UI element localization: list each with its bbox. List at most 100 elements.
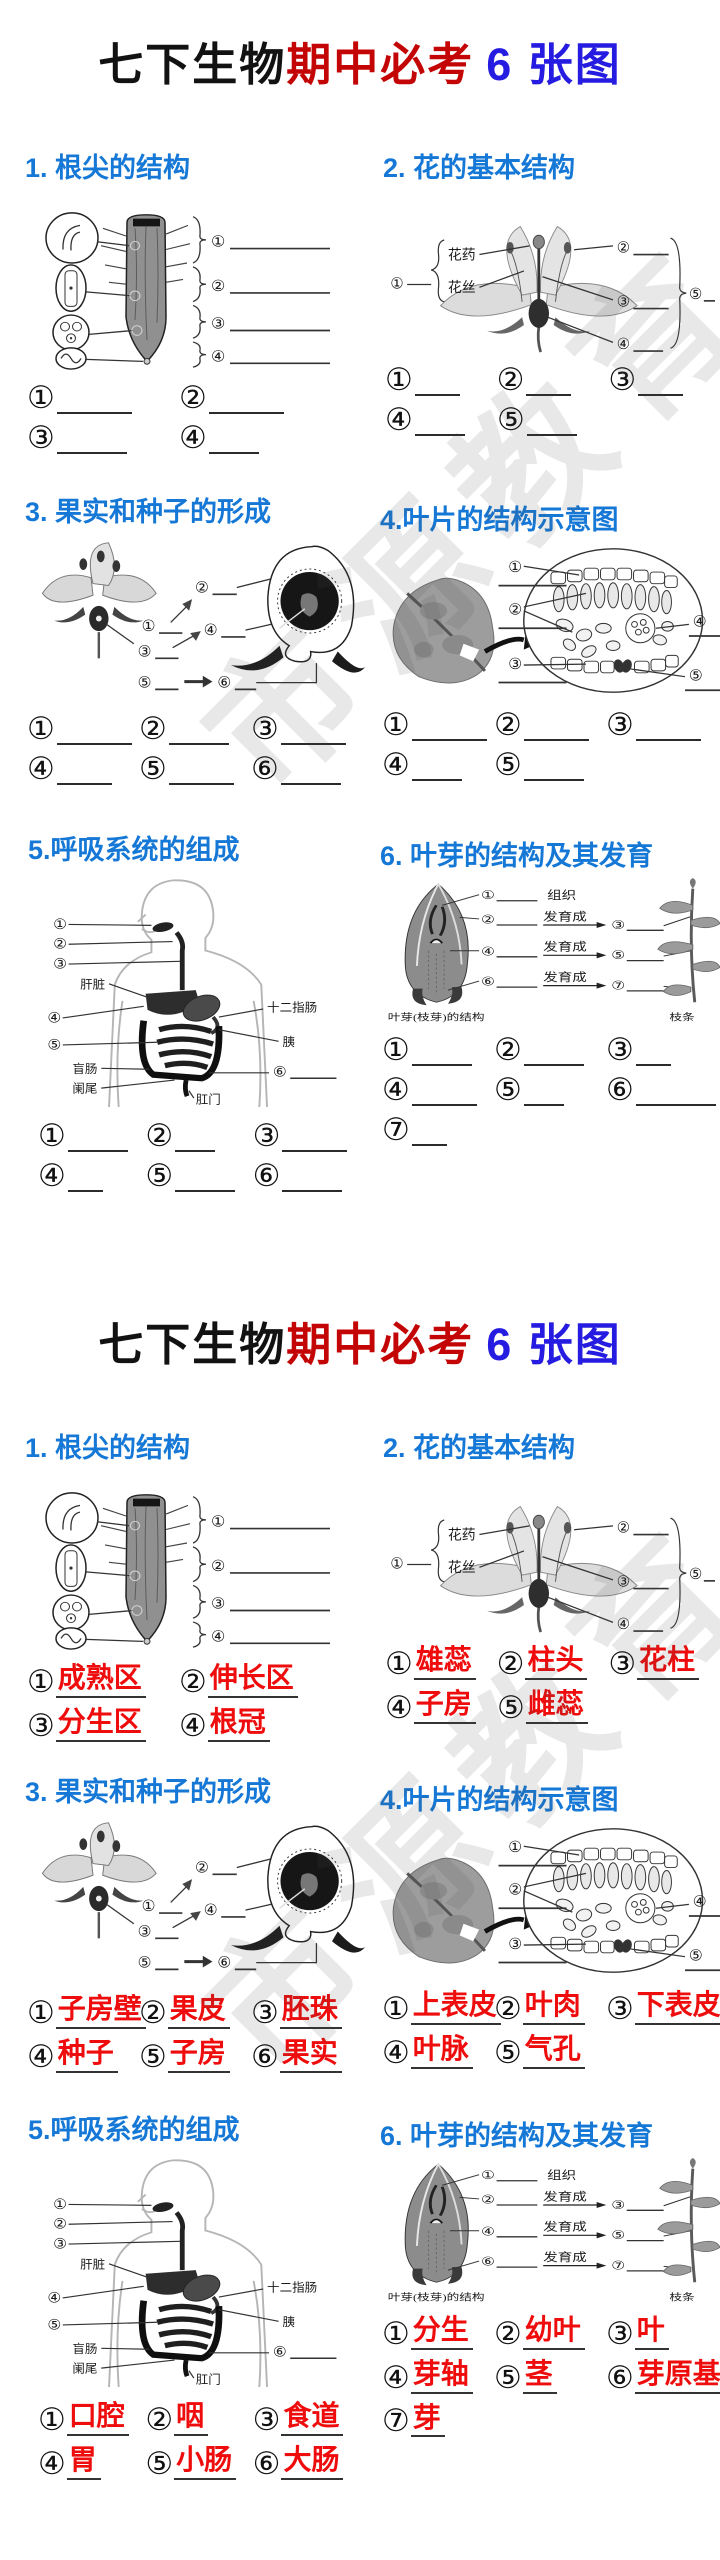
blank-item: ④ xyxy=(385,405,497,436)
item-number: ① xyxy=(27,711,55,747)
section-title: 6. 叶芽的结构及其发育 xyxy=(380,841,654,871)
blank-item: ⑥ xyxy=(251,754,363,785)
blank-line xyxy=(56,426,127,454)
item-number: ② xyxy=(145,2401,174,2438)
item-number: ③ xyxy=(27,420,55,456)
answer-text: 雄蕊 xyxy=(413,1644,476,1680)
answer-text: 叶肉 xyxy=(522,1989,585,2025)
title-part-blue: 6 张图 xyxy=(486,39,622,90)
fruit-seed-figure xyxy=(41,541,365,693)
blank-line xyxy=(175,1164,236,1192)
blank-row: ⑦ xyxy=(382,1115,720,1146)
item-number: ② xyxy=(496,362,525,398)
item-number: ⑤ xyxy=(494,1072,522,1108)
blank-row: ④ ⑤ xyxy=(385,405,720,436)
blank-row: ① ② ③ xyxy=(27,714,370,745)
blank-line xyxy=(67,1164,103,1192)
section-title: 4.叶片的结构示意图 xyxy=(380,1785,619,1815)
item-number: ① xyxy=(382,1990,410,2027)
answer-text: 柱头 xyxy=(525,1644,588,1680)
item-number: ④ xyxy=(179,1707,207,1744)
blank-item: ② xyxy=(139,714,251,745)
item-number: ② xyxy=(496,1645,525,1682)
blank-line xyxy=(523,753,584,781)
item-number: ④ xyxy=(27,751,55,787)
item-number: ② xyxy=(494,707,522,743)
blank-line xyxy=(282,1124,348,1152)
item-number: ① xyxy=(38,2401,66,2438)
blank-row: ④ ⑤ ⑥ xyxy=(27,754,370,785)
item-number: ④ xyxy=(382,747,410,783)
item-number: ⑤ xyxy=(139,751,167,787)
item-number: ⑤ xyxy=(497,402,525,438)
answer-text: 分生区 xyxy=(55,1706,146,1742)
blank-line xyxy=(411,1118,447,1146)
answer-text: 胚珠 xyxy=(279,1993,342,2029)
answer-text: 胃 xyxy=(66,2444,101,2480)
blank-line xyxy=(526,408,577,436)
blank-item: ② xyxy=(497,365,609,396)
blank-item: ④ xyxy=(382,1075,494,1106)
blank-item: ④ xyxy=(38,1161,145,1192)
section-fruit-seed: 3. 果实和种子的形成 ① ② ③ ④ ⑤ ⑥ xyxy=(25,490,370,794)
answer-text: 芽 xyxy=(410,2402,445,2438)
blank-item: ③ xyxy=(606,710,718,741)
blank-line xyxy=(523,1038,584,1066)
item-number: ① xyxy=(385,362,413,398)
item-number: ⑥ xyxy=(252,1158,281,1194)
item-number: ① xyxy=(27,380,55,416)
blank-item: ⑦ xyxy=(382,1115,494,1146)
blank-item: ① xyxy=(382,1035,494,1066)
answer-text: 下表皮 xyxy=(634,1989,720,2025)
root-tip-figure xyxy=(45,1492,331,1650)
item-number: ⑤ xyxy=(497,1689,525,1726)
blank-item: ③ xyxy=(253,1121,360,1152)
item-number: ② xyxy=(139,711,167,747)
blank-line xyxy=(414,408,465,436)
section-title: 2. 花的基本结构 xyxy=(383,153,576,183)
blank-line xyxy=(635,1078,716,1106)
item-number: ⑤ xyxy=(145,1158,174,1194)
section-title: 6. 叶芽的结构及其发育 xyxy=(380,2121,654,2151)
section-title: 2. 花的基本结构 xyxy=(383,1433,576,1463)
item-number: ③ xyxy=(606,707,634,743)
item-number: ① xyxy=(382,2315,410,2352)
blank-item: ① xyxy=(38,1121,145,1152)
blank-line xyxy=(635,713,701,741)
blank-line xyxy=(56,757,112,785)
blank-line xyxy=(523,713,589,741)
leaf-structure-figure xyxy=(380,543,720,698)
blank-row: ① ② ③ xyxy=(382,710,720,741)
blank-rows: ① ② ③ ④ xyxy=(27,383,370,454)
answer-text: 茎 xyxy=(522,2358,557,2394)
blank-item: ① xyxy=(27,714,139,745)
blank-item: ③ xyxy=(251,714,363,745)
item-number: ⑤ xyxy=(494,2359,522,2396)
item-number: ② xyxy=(145,1118,174,1154)
section-title: 5.呼吸系统的组成 xyxy=(28,2115,240,2145)
